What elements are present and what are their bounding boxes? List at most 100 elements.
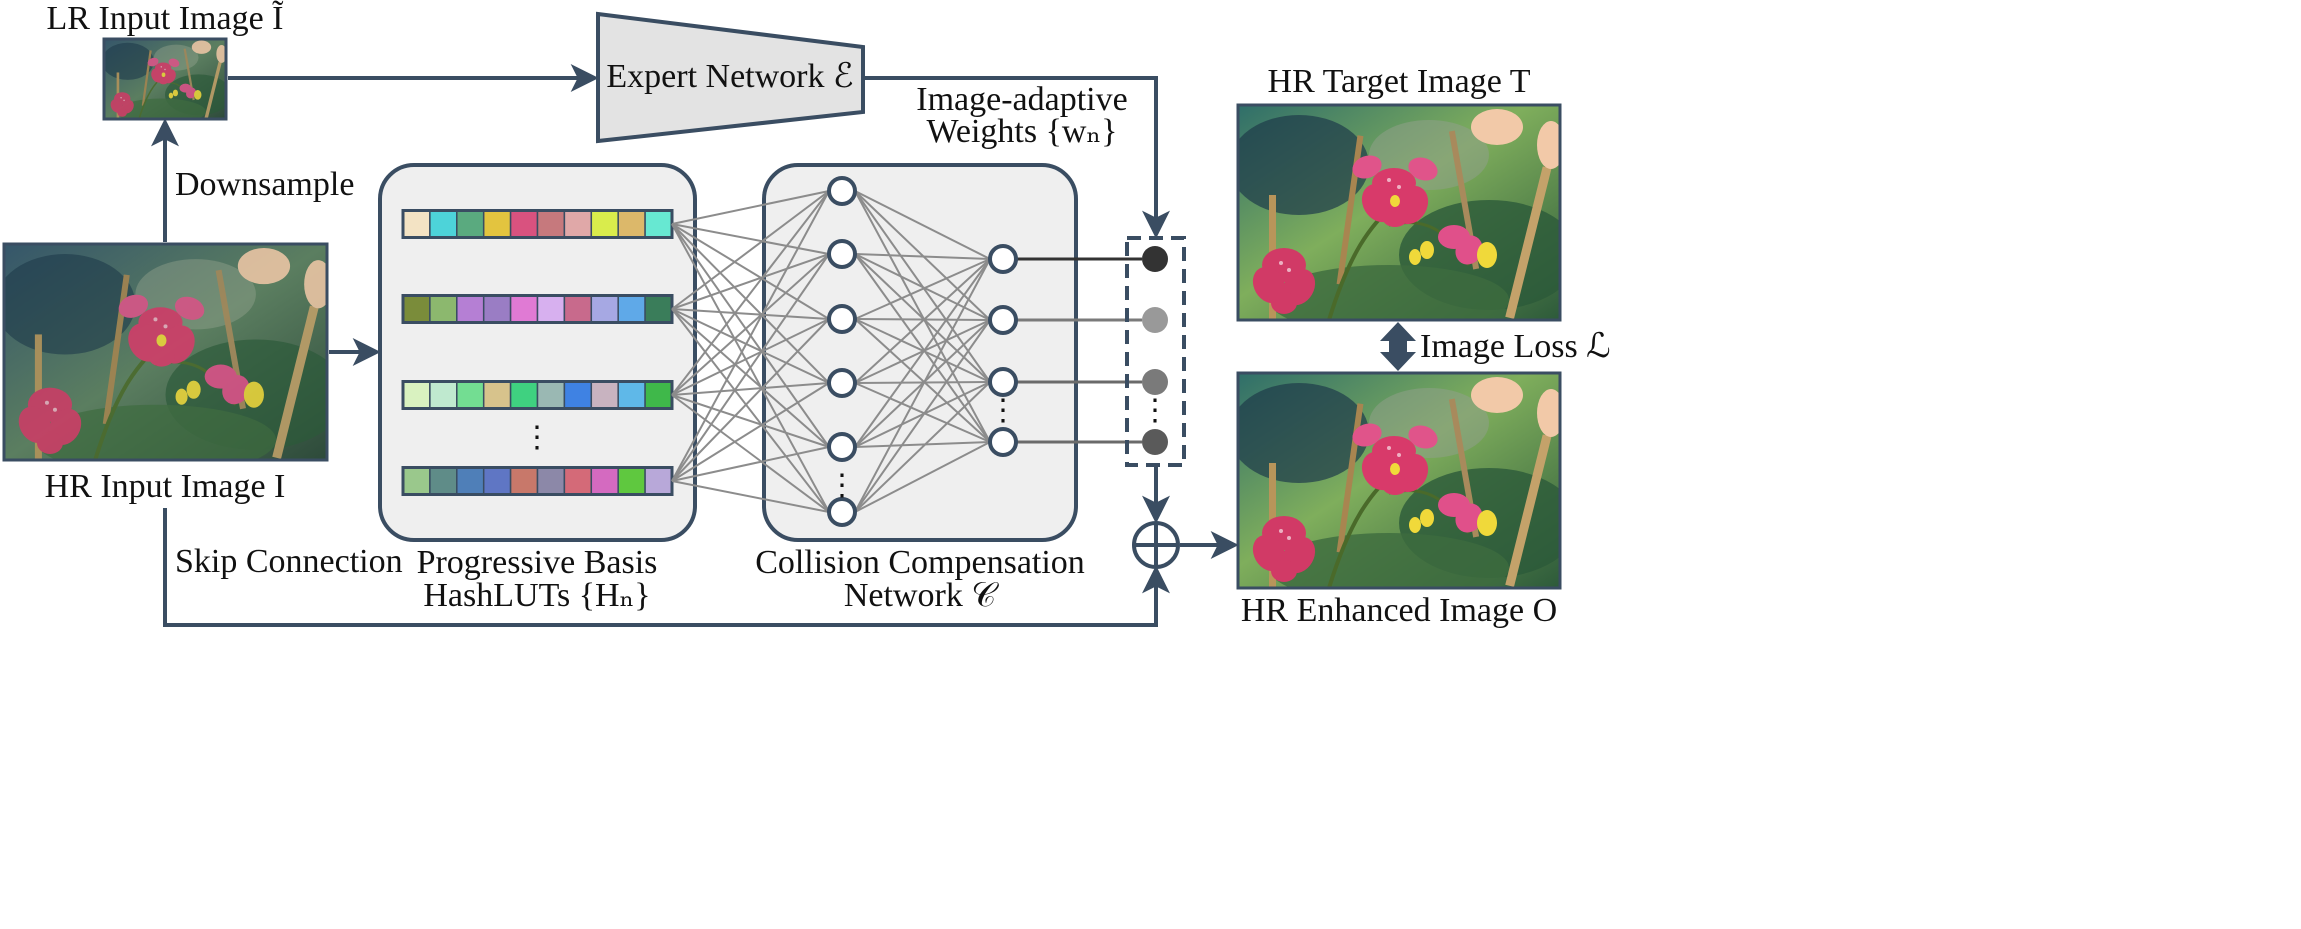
network-nodes — [827, 176, 1018, 527]
output-node — [988, 305, 1018, 335]
lut-cell — [456, 380, 485, 410]
hidden-to-output-edge — [854, 318, 991, 443]
lut-to-hidden-edge — [671, 253, 830, 482]
ccn-ellipsis-2: ⋮ — [988, 394, 1018, 427]
lut-cell — [429, 380, 458, 410]
lut-cell — [509, 294, 539, 324]
hidden-to-output-edge — [854, 258, 991, 513]
lut-to-hidden-edge — [671, 308, 830, 448]
lut-cell — [429, 294, 458, 324]
hidden-to-output-edge — [854, 318, 991, 321]
hr-target-image — [1236, 103, 1562, 322]
hidden-node — [827, 432, 857, 462]
lut-cell — [563, 466, 593, 496]
lut-to-hidden-edge — [671, 318, 830, 396]
lut-cell — [509, 209, 539, 239]
lut-cell — [536, 380, 566, 410]
lut-cell — [429, 466, 458, 496]
weight-node — [1142, 369, 1168, 395]
lr-input-image — [102, 37, 228, 121]
hr-enhanced-image — [1236, 371, 1562, 590]
network-edges — [671, 190, 1142, 513]
sum-node — [1132, 521, 1180, 569]
ccn-label-1: Collision Compensation — [755, 544, 1085, 581]
expert-network-block — [596, 11, 865, 144]
lut-cell — [482, 209, 512, 239]
lut-to-hidden-edge — [671, 308, 830, 320]
lut-cell — [590, 209, 619, 239]
hidden-to-output-edge — [854, 190, 991, 260]
lut-cell — [644, 466, 673, 496]
lut-cell — [429, 209, 458, 239]
lut-to-hidden-edge — [671, 394, 830, 448]
hr-enhanced-label: HR Enhanced Image O — [1241, 592, 1557, 629]
lut-to-hidden-edge — [671, 394, 830, 513]
lut-to-hidden-edge — [671, 190, 830, 482]
hidden-to-output-edge — [854, 253, 991, 443]
hidden-node — [827, 368, 857, 398]
lut-cell — [482, 294, 512, 324]
lut-cell — [536, 294, 566, 324]
lut-cell — [590, 294, 619, 324]
weight-node — [1142, 307, 1168, 333]
expert-network-label: Expert Network ℰ — [606, 58, 853, 95]
lut-to-hidden-edge — [671, 308, 830, 384]
lut-to-hidden-edge — [671, 190, 830, 225]
hidden-to-output-edge — [854, 258, 991, 384]
skip-connection-label: Skip Connection — [175, 543, 403, 580]
lut-to-hidden-edge — [671, 382, 830, 396]
lut-cell — [590, 380, 619, 410]
lut-cell — [456, 209, 485, 239]
downsample-label: Downsample — [175, 166, 354, 203]
lut-cell — [509, 380, 539, 410]
image-loss-label: Image Loss ℒ — [1420, 328, 1611, 365]
lut-cell — [402, 466, 431, 496]
lut-to-hidden-edge — [671, 308, 830, 513]
hashlut-label-2: HashLUTs {Hₙ} — [423, 577, 650, 614]
lut-cell — [563, 209, 593, 239]
lut-cell — [590, 466, 619, 496]
image-loss-double-arrow — [1380, 322, 1416, 371]
hidden-node — [827, 304, 857, 334]
lut-to-hidden-edge — [671, 223, 830, 320]
lut-to-hidden-edge — [671, 223, 830, 255]
weights-label-2: Weights {wₙ} — [927, 113, 1118, 150]
lut-cell — [456, 294, 485, 324]
lut-ellipsis: ⋮ — [522, 421, 552, 454]
hidden-to-output-edge — [854, 381, 991, 513]
lut-cell — [536, 209, 566, 239]
hidden-node — [827, 239, 857, 269]
lut-cell — [482, 380, 512, 410]
lut-cell — [482, 466, 512, 496]
lut-cell — [402, 294, 431, 324]
lut-cell — [402, 380, 431, 410]
lut-cell — [563, 380, 593, 410]
lr-input-label: LR Input Image Ĩ — [47, 0, 285, 37]
hidden-node — [827, 497, 857, 527]
lut-cell — [644, 294, 673, 324]
output-node — [988, 427, 1018, 457]
lut-to-hidden-edge — [671, 382, 830, 482]
hr-input-image — [2, 242, 329, 462]
lut-to-hidden-edge — [671, 446, 830, 482]
lut-cell — [617, 380, 646, 410]
lut-cell — [644, 380, 673, 410]
lut-to-hidden-edge — [671, 253, 830, 310]
hidden-to-output-edge — [854, 441, 991, 448]
hr-target-label: HR Target Image T — [1268, 63, 1531, 100]
weight-nodes — [1142, 246, 1168, 455]
lut-to-hidden-edge — [671, 190, 830, 396]
lut-to-hidden-edge — [671, 190, 830, 310]
lut-cell — [644, 209, 673, 239]
output-node — [988, 244, 1018, 274]
hashlut-label-1: Progressive Basis — [417, 544, 658, 581]
lut-to-hidden-edge — [671, 253, 830, 396]
weights-ellipsis: ⋮ — [1140, 394, 1170, 427]
hidden-to-output-edge — [854, 441, 991, 513]
ccn-label-2: Network 𝒞 — [844, 577, 999, 614]
hidden-to-output-edge — [854, 258, 991, 448]
lut-to-hidden-edge — [671, 318, 830, 482]
lut-cell — [402, 209, 431, 239]
expert-to-weights-arrow — [865, 76, 1170, 239]
lut-cell — [617, 294, 646, 324]
